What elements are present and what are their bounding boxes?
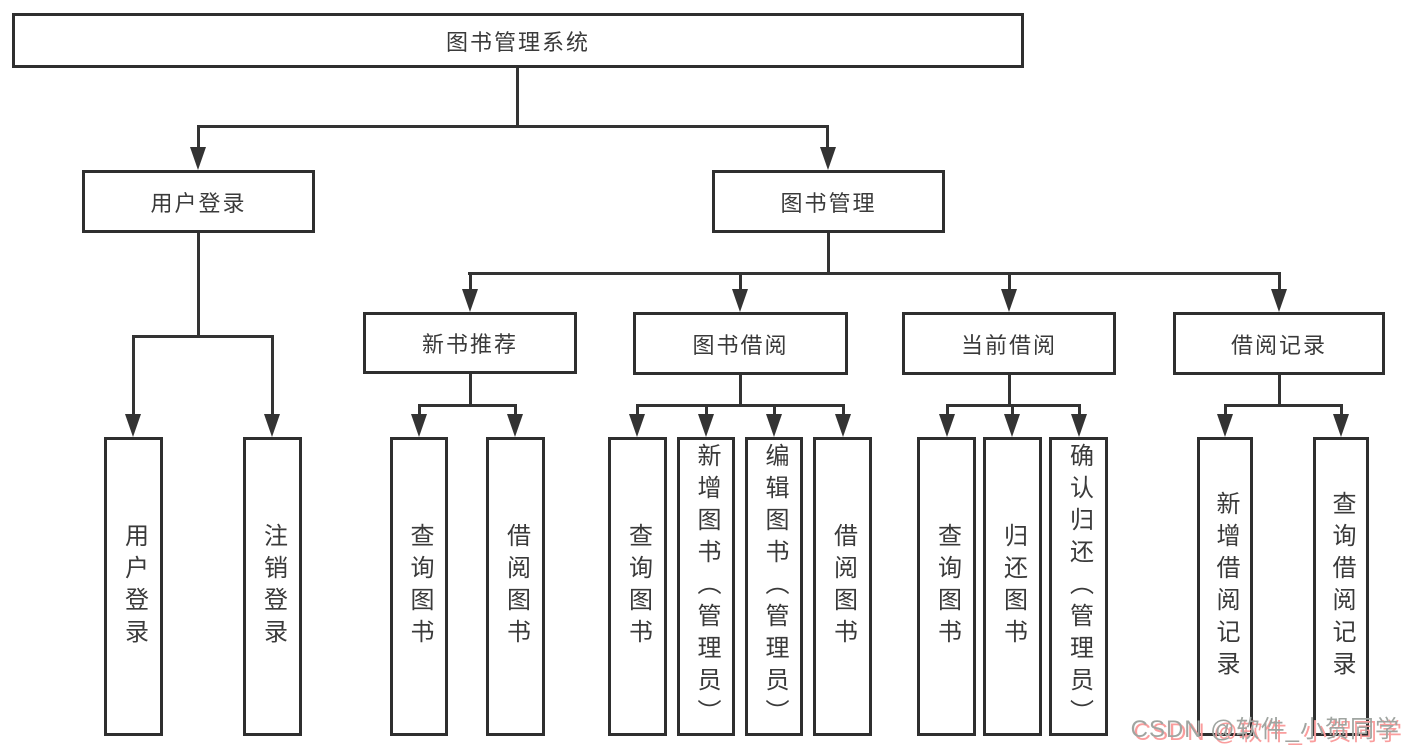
connector-vline bbox=[826, 125, 829, 149]
leaf-label: 借阅图书 bbox=[829, 522, 857, 651]
node-book-management: 图书管理 bbox=[712, 170, 945, 233]
node-label: 用户登录 bbox=[150, 190, 247, 216]
node-label: 新书推荐 bbox=[421, 332, 518, 357]
connector-vline bbox=[827, 233, 830, 274]
connector-vline bbox=[469, 272, 472, 291]
connector-vline bbox=[636, 404, 639, 418]
connector-vline bbox=[1224, 404, 1227, 418]
connector-hline bbox=[636, 404, 844, 407]
leaf-label: 新增借阅记录 bbox=[1212, 490, 1239, 683]
arrow-down-icon bbox=[125, 414, 141, 437]
leaf-label: 查询图书 bbox=[933, 522, 961, 651]
leaf-label: 编辑图书（管理员） bbox=[761, 442, 788, 731]
arrow-down-icon bbox=[732, 289, 748, 312]
arrow-down-icon bbox=[835, 414, 851, 437]
leaf-label: 注销登录 bbox=[259, 522, 287, 651]
connector-vline bbox=[132, 335, 135, 417]
connector-vline bbox=[739, 375, 742, 407]
leaf-label: 查询图书 bbox=[406, 522, 433, 651]
connector-hline bbox=[1224, 404, 1342, 407]
connector-hline bbox=[132, 335, 273, 338]
leaf-query-books-recommend: 查询图书 bbox=[390, 437, 448, 736]
leaf-label: 借阅图书 bbox=[502, 522, 530, 651]
leaf-label: 查询图书 bbox=[624, 522, 652, 651]
watermark: CSDN @软件_小贺同学 bbox=[1130, 716, 1400, 743]
arrow-down-icon bbox=[1217, 414, 1233, 437]
connector-vline bbox=[197, 233, 200, 337]
leaf-add-borrow-record: 新增借阅记录 bbox=[1197, 437, 1253, 736]
arrow-down-icon bbox=[820, 147, 836, 170]
connector-vline bbox=[271, 335, 274, 417]
leaf-edit-book-admin: 编辑图书（管理员） bbox=[745, 437, 803, 736]
arrow-down-icon bbox=[698, 414, 714, 437]
connector-vline bbox=[197, 125, 200, 149]
arrow-down-icon bbox=[507, 414, 523, 437]
node-book-borrowing: 图书借阅 bbox=[633, 312, 848, 375]
root-node: 图书管理系统 bbox=[12, 13, 1024, 68]
connector-vline bbox=[773, 404, 776, 418]
arrow-down-icon bbox=[629, 414, 645, 437]
leaf-label: 归还图书 bbox=[999, 522, 1027, 651]
connector-hline bbox=[197, 125, 829, 128]
leaf-label: 查询借阅记录 bbox=[1328, 490, 1355, 683]
connector-vline bbox=[469, 374, 472, 407]
node-new-book-recommend: 新书推荐 bbox=[363, 312, 577, 374]
connector-vline bbox=[1078, 404, 1081, 418]
connector-vline bbox=[1008, 375, 1011, 407]
connector-vline bbox=[1011, 404, 1014, 418]
leaf-query-books-current: 查询图书 bbox=[917, 437, 976, 736]
arrow-down-icon bbox=[264, 414, 280, 437]
leaf-add-book-admin: 新增图书（管理员） bbox=[677, 437, 735, 736]
connector-vline bbox=[514, 404, 517, 418]
connector-vline bbox=[1278, 375, 1281, 407]
arrow-down-icon bbox=[1271, 289, 1287, 312]
connector-vline bbox=[842, 404, 845, 418]
leaf-borrow-books: 借阅图书 bbox=[813, 437, 872, 736]
node-borrowing-records: 借阅记录 bbox=[1173, 312, 1385, 375]
arrow-down-icon bbox=[1004, 414, 1020, 437]
leaf-label: 用户登录 bbox=[120, 522, 148, 651]
connector-vline bbox=[418, 404, 421, 418]
arrow-down-icon bbox=[1071, 414, 1087, 437]
connector-hline bbox=[418, 404, 517, 407]
arrow-down-icon bbox=[1001, 289, 1017, 312]
node-label: 当前借阅 bbox=[960, 332, 1057, 358]
arrow-down-icon bbox=[1333, 414, 1349, 437]
connector-vline bbox=[1278, 272, 1281, 291]
connector-vline bbox=[1340, 404, 1343, 418]
leaf-logout: 注销登录 bbox=[243, 437, 302, 736]
leaf-user-login: 用户登录 bbox=[104, 437, 163, 736]
connector-vline bbox=[1008, 272, 1011, 291]
leaf-return-books: 归还图书 bbox=[983, 437, 1042, 736]
node-current-borrowing: 当前借阅 bbox=[902, 312, 1116, 375]
connector-vline bbox=[946, 404, 949, 418]
arrow-down-icon bbox=[766, 414, 782, 437]
leaf-confirm-return-admin: 确认归还（管理员） bbox=[1049, 437, 1108, 736]
connector-hline bbox=[468, 272, 1280, 275]
arrow-down-icon bbox=[462, 289, 478, 312]
arrow-down-icon bbox=[190, 147, 206, 170]
connector-vline bbox=[516, 68, 519, 127]
node-label: 图书借阅 bbox=[692, 332, 789, 358]
node-label: 图书管理 bbox=[780, 190, 877, 216]
node-label: 借阅记录 bbox=[1230, 332, 1327, 358]
arrow-down-icon bbox=[411, 414, 427, 437]
leaf-query-borrow-record: 查询借阅记录 bbox=[1313, 437, 1369, 736]
arrow-down-icon bbox=[939, 414, 955, 437]
node-user-login: 用户登录 bbox=[82, 170, 315, 233]
leaf-label: 确认归还（管理员） bbox=[1065, 442, 1093, 731]
leaf-label: 新增图书（管理员） bbox=[693, 442, 720, 731]
connector-vline bbox=[739, 272, 742, 291]
connector-vline bbox=[705, 404, 708, 418]
leaf-borrow-books-recommend: 借阅图书 bbox=[486, 437, 545, 736]
root-label: 图书管理系统 bbox=[445, 29, 590, 55]
leaf-query-books-borrowing: 查询图书 bbox=[608, 437, 667, 736]
